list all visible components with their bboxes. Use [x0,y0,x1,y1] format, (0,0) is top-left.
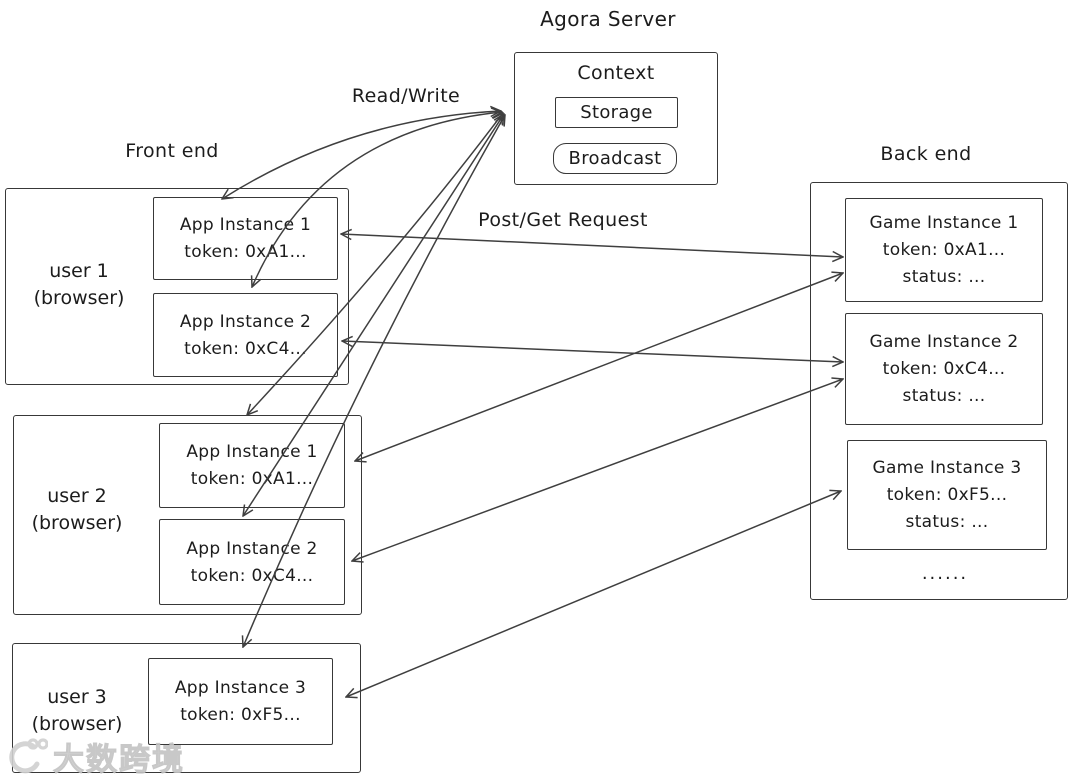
watermark-text: 大数跨境 [53,742,185,779]
game-instance-3-box: Game Instance 3 token: 0xF5... status: .… [847,440,1047,550]
instance-token: token: 0xA1... [882,240,1006,260]
user2-label: user 2 (browser) [12,483,142,537]
user3-app-instance-3-box: App Instance 3 token: 0xF5... [148,658,333,745]
instance-status: status: ... [902,386,986,406]
read-write-label: Read/Write [351,85,461,107]
instance-token: token: 0xC4... [190,565,314,586]
post-get-request-label: Post/Get Request [478,209,648,231]
instance-status: status: ... [902,267,986,287]
agora-server-title: Agora Server [540,7,676,31]
instance-title: App Instance 2 [186,538,318,559]
instance-token: token: 0xF5... [886,485,1008,505]
instance-title: App Instance 1 [186,442,318,462]
dashu-logo-icon [9,737,48,773]
user1-sub: (browser) [33,287,125,309]
user2-sub: (browser) [31,512,123,534]
arrow-readwrite-user1-instance1 [222,111,501,199]
instance-token: token: 0xC4... [882,359,1006,379]
agora-server-box [514,52,718,185]
game-instance-1-box: Game Instance 1 token: 0xA1... status: .… [845,198,1043,302]
arrow-postget-user1i2-game2 [342,341,843,362]
user3-box [12,643,361,773]
broadcast-label: Broadcast [568,147,662,169]
user1-app-instance-1-box: App Instance 1 token: 0xA1... [153,197,338,280]
game-instance-2-box: Game Instance 2 token: 0xC4... status: .… [845,313,1043,425]
arrow-postget-user3i3-game3 [346,491,841,697]
arrow-postget-user1i1-game1 [341,234,843,257]
instance-title: Game Instance 3 [872,458,1022,478]
user1-app-instance-2-box: App Instance 2 token: 0xC4... [153,293,338,377]
instance-token: token: 0xA1... [184,242,307,262]
user2-app-instance-2-box: App Instance 2 token: 0xC4... [159,519,345,605]
front-end-label: Front end [125,140,219,162]
backend-ellipsis: ...... [921,563,969,584]
back-end-label: Back end [880,143,972,165]
instance-title: Game Instance 2 [869,332,1019,352]
user1-name: user 1 [49,260,109,282]
instance-token: token: 0xC4... [184,338,307,359]
user3-sub: (browser) [31,713,123,735]
user1-label: user 1 (browser) [14,258,144,312]
arrow-postget-user2i2-game2 [352,379,843,561]
user3-name: user 3 [47,686,107,708]
instance-token: token: 0xA1... [190,469,314,489]
instance-title: App Instance 3 [174,678,307,698]
user2-name: user 2 [47,485,107,507]
instance-title: Game Instance 1 [869,213,1019,233]
context-label: Context [577,62,655,84]
storage-label: Storage [580,101,653,123]
user3-label: user 3 (browser) [12,684,142,738]
storage-box: Storage [555,97,678,128]
instance-status: status: ... [905,512,989,532]
watermark: 大数跨境 [6,734,185,779]
instance-title: App Instance 1 [179,215,312,235]
instance-title: App Instance 2 [179,311,312,332]
instance-token: token: 0xF5... [180,705,301,725]
user2-app-instance-1-box: App Instance 1 token: 0xA1... [159,423,345,508]
broadcast-box: Broadcast [553,143,677,174]
arrow-postget-user2i1-game1 [355,273,843,461]
